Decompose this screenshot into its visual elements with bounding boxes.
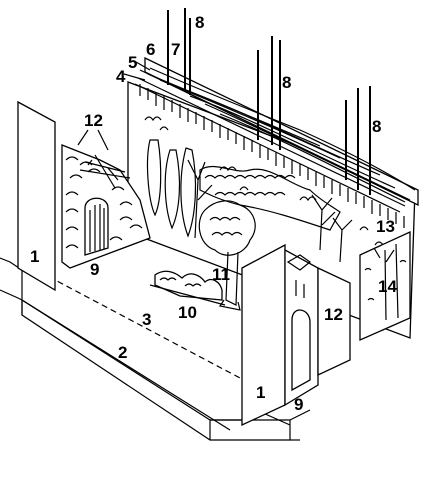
callout-3: 3 (142, 310, 151, 329)
callout-11: 11 (212, 265, 230, 284)
callout-12-right: 12 (324, 305, 343, 324)
callout-10: 10 (178, 303, 197, 322)
left-stone-wall-piece (61, 144, 151, 269)
callout-13: 13 (376, 217, 395, 236)
callout-leader-lines (77, 61, 151, 151)
callout-9-right: 9 (294, 395, 303, 414)
callout-5: 5 (128, 53, 137, 72)
callout-8-middle: 8 (282, 73, 291, 92)
callout-8-top: 8 (195, 13, 204, 32)
callout-9-left: 9 (90, 260, 99, 279)
fly-lines (167, 8, 371, 195)
callout-6: 6 (146, 40, 155, 59)
callout-12-left: 12 (84, 111, 103, 130)
cutout-tree (198, 200, 256, 311)
stage-floor (0, 257, 311, 441)
callout-8-right: 8 (372, 117, 381, 136)
callout-14: 14 (378, 277, 397, 296)
callout-7: 7 (171, 40, 180, 59)
callout-1-left: 1 (30, 247, 39, 266)
right-flat-14 (359, 230, 411, 341)
sky-border (134, 56, 419, 228)
left-wing-flat (17, 100, 56, 292)
ground-row (149, 270, 226, 306)
right-flat-12 (317, 266, 351, 377)
callout-labels: 1 1 2 3 4 5 6 7 8 8 8 9 9 10 11 12 12 13… (30, 13, 397, 414)
callout-1-right: 1 (256, 383, 265, 402)
callout-2: 2 (118, 343, 127, 362)
callout-4: 4 (116, 67, 126, 86)
right-door-piece (284, 248, 319, 407)
backdrop-trees (144, 116, 384, 263)
